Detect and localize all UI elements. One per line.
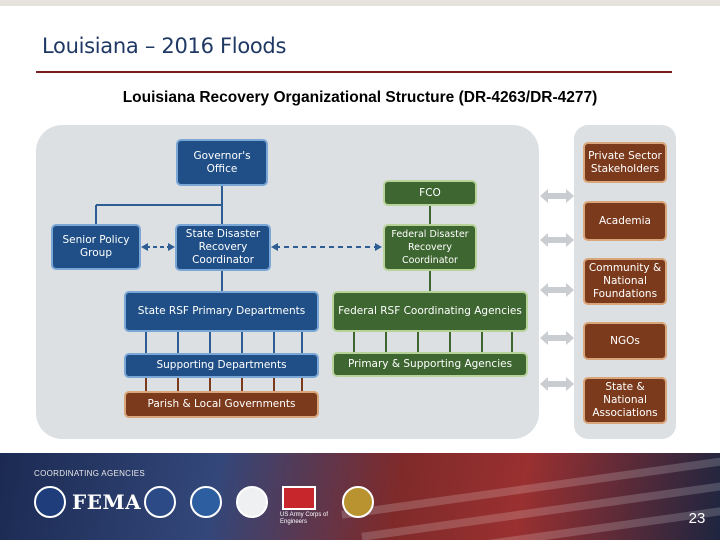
hhs-seal-icon	[190, 486, 222, 518]
stakeholder-foundations: Community & National Foundations	[583, 258, 667, 305]
usace-castle-icon	[282, 486, 316, 510]
usace-label: US Army Corps of Engineers	[280, 512, 329, 525]
org-panel	[36, 125, 539, 439]
title-divider	[36, 71, 672, 73]
state-coordinator-box: State Disaster Recovery Coordinator	[175, 224, 271, 271]
stakeholder-ngos: NGOs	[583, 322, 667, 360]
federal-rsf-box: Federal RSF Coordinating Agencies	[332, 291, 528, 332]
dhs-seal-icon	[34, 486, 66, 518]
fco-box: FCO	[383, 180, 477, 206]
page-number: 23	[688, 510, 706, 527]
parish-local-box: Parish & Local Governments	[124, 391, 319, 418]
fema-logo: FEMA	[72, 490, 142, 514]
stakeholder-arrows	[540, 189, 574, 391]
stakeholder-academia: Academia	[583, 201, 667, 241]
hud-seal-icon	[236, 486, 268, 518]
governor-office-box: Governor's Office	[176, 139, 268, 186]
coordinating-agencies-label: COORDINATING AGENCIES	[34, 469, 146, 478]
stakeholder-private-sector: Private Sector Stakeholders	[583, 142, 667, 183]
slide-title: Louisiana – 2016 Floods	[42, 34, 287, 58]
primary-supporting-agencies-box: Primary & Supporting Agencies	[332, 352, 528, 377]
interior-seal-icon	[342, 486, 374, 518]
top-strip	[0, 0, 720, 6]
stakeholder-associations: State & National Associations	[583, 377, 667, 424]
federal-coordinator-box: Federal Disaster Recovery Coordinator	[383, 224, 477, 271]
commerce-seal-icon	[144, 486, 176, 518]
supporting-departments-box: Supporting Departments	[124, 353, 319, 378]
senior-policy-group-box: Senior Policy Group	[51, 224, 141, 270]
diagram-title: Louisiana Recovery Organizational Struct…	[122, 89, 598, 106]
state-rsf-box: State RSF Primary Departments	[124, 291, 319, 332]
